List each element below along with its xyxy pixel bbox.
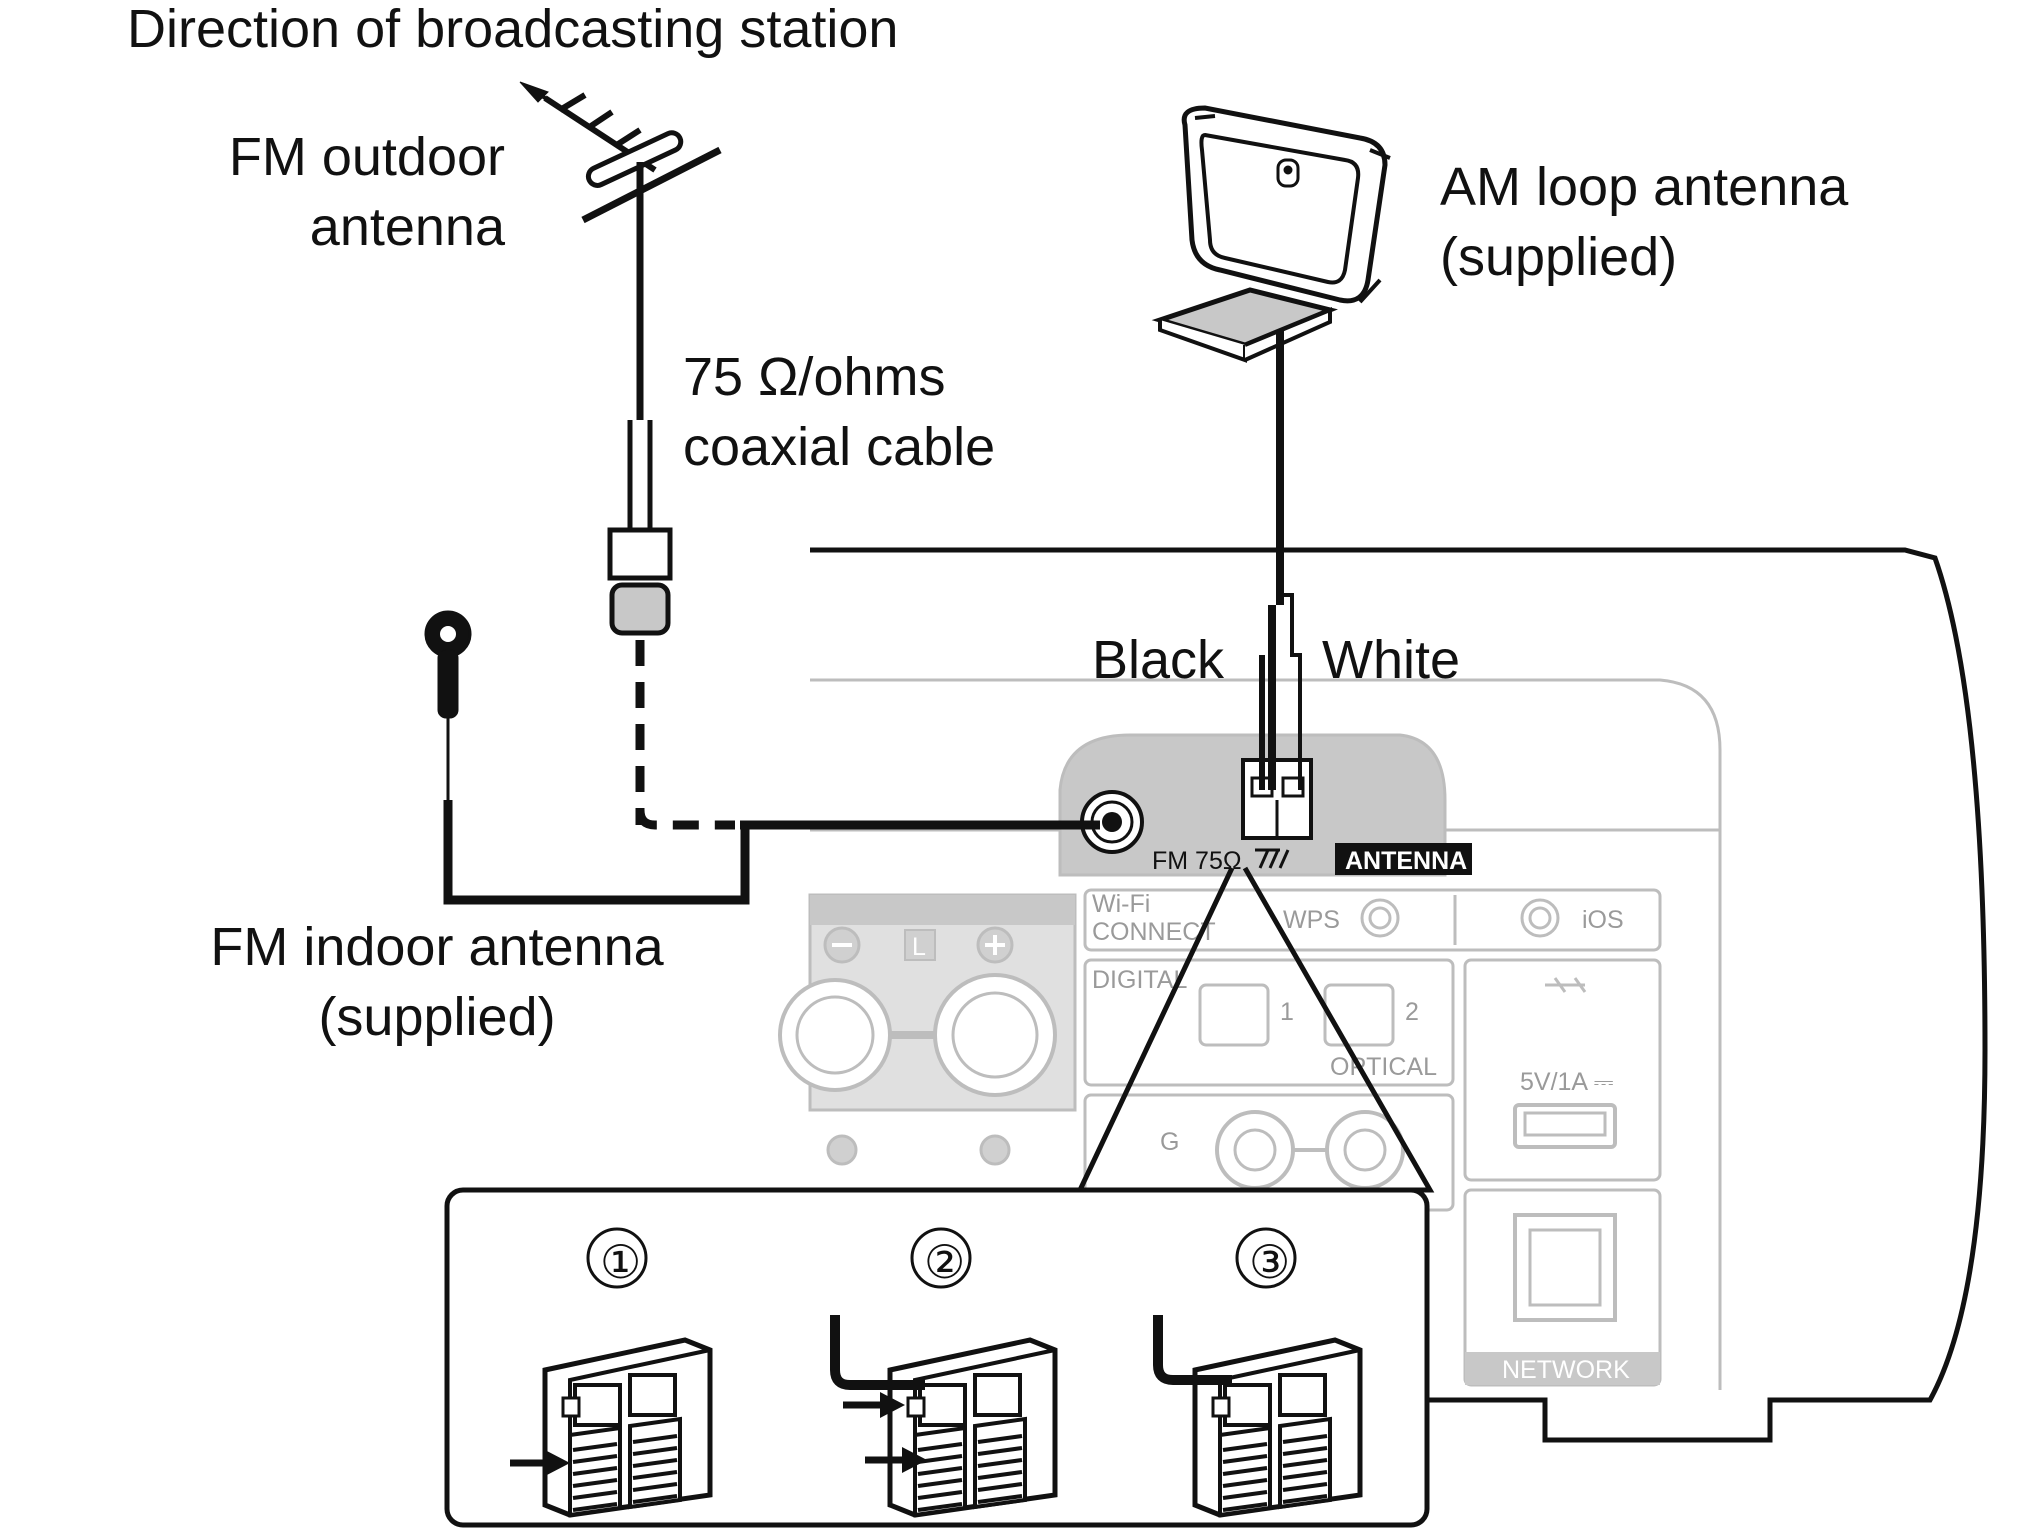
am-loop-antenna-icon [1151,105,1391,790]
analog-jack-l[interactable] [1215,1110,1295,1190]
am-loop-label-2: (supplied) [1440,227,1677,287]
coax-label-1: 75 Ω/ohms [683,347,946,407]
svg-text:1: 1 [1280,998,1294,1026]
fm-outdoor-antenna-icon [519,81,722,420]
step-markers: ① ② ③ [586,1227,1297,1289]
usb-port[interactable] [1513,1103,1617,1149]
direction-label: Direction of broadcasting station [127,0,898,59]
wifi-label-1: Wi-Fi [1092,890,1150,918]
ios-button[interactable] [1520,898,1560,938]
digital-label: DIGITAL [1092,966,1187,994]
fm75-label: FM 75Ω [1152,847,1242,875]
fm-indoor-antenna-icon [424,610,750,905]
fm-outdoor-label-2: antenna [310,197,506,257]
terminal-step-3 [1153,1315,1360,1515]
terminal-step-1 [510,1340,710,1515]
fm-outdoor-label-1: FM outdoor [229,127,505,187]
optical-label: OPTICAL [1330,1053,1437,1081]
fm-indoor-label-1: FM indoor antenna [210,917,664,977]
fm-indoor-label-2: (supplied) [318,987,555,1047]
wps-button[interactable] [1360,898,1400,938]
step-2-marker: ② [924,1236,965,1288]
coaxial-cable [607,420,1100,830]
ios-label: iOS [1582,906,1624,934]
terminal-step-2 [830,1315,1055,1515]
antenna-label-bg [1335,843,1472,875]
step-3-marker: ③ [1249,1236,1290,1288]
svg-text:2: 2 [1405,998,1419,1026]
optical-port-2[interactable] [1323,983,1395,1047]
step-1-marker: ① [600,1236,641,1288]
optical-port-1[interactable] [1198,983,1270,1047]
coax-label-2: coaxial cable [683,417,995,477]
am-loop-label-1: AM loop antenna [1440,157,1849,217]
network-label: NETWORK [1502,1356,1630,1384]
wps-label: WPS [1283,906,1340,934]
usb-rating-label: 5V/1A ⎓ [1520,1068,1614,1096]
svg-text:G: G [1160,1128,1179,1156]
network-port[interactable] [1513,1213,1617,1322]
antenna-panel-label: ANTENNA [1345,847,1467,875]
black-wire-label: Black [1092,630,1225,690]
white-wire-label: White [1322,630,1460,690]
svg-text:L: L [912,933,926,961]
speaker-terminals: L [778,893,1077,1166]
